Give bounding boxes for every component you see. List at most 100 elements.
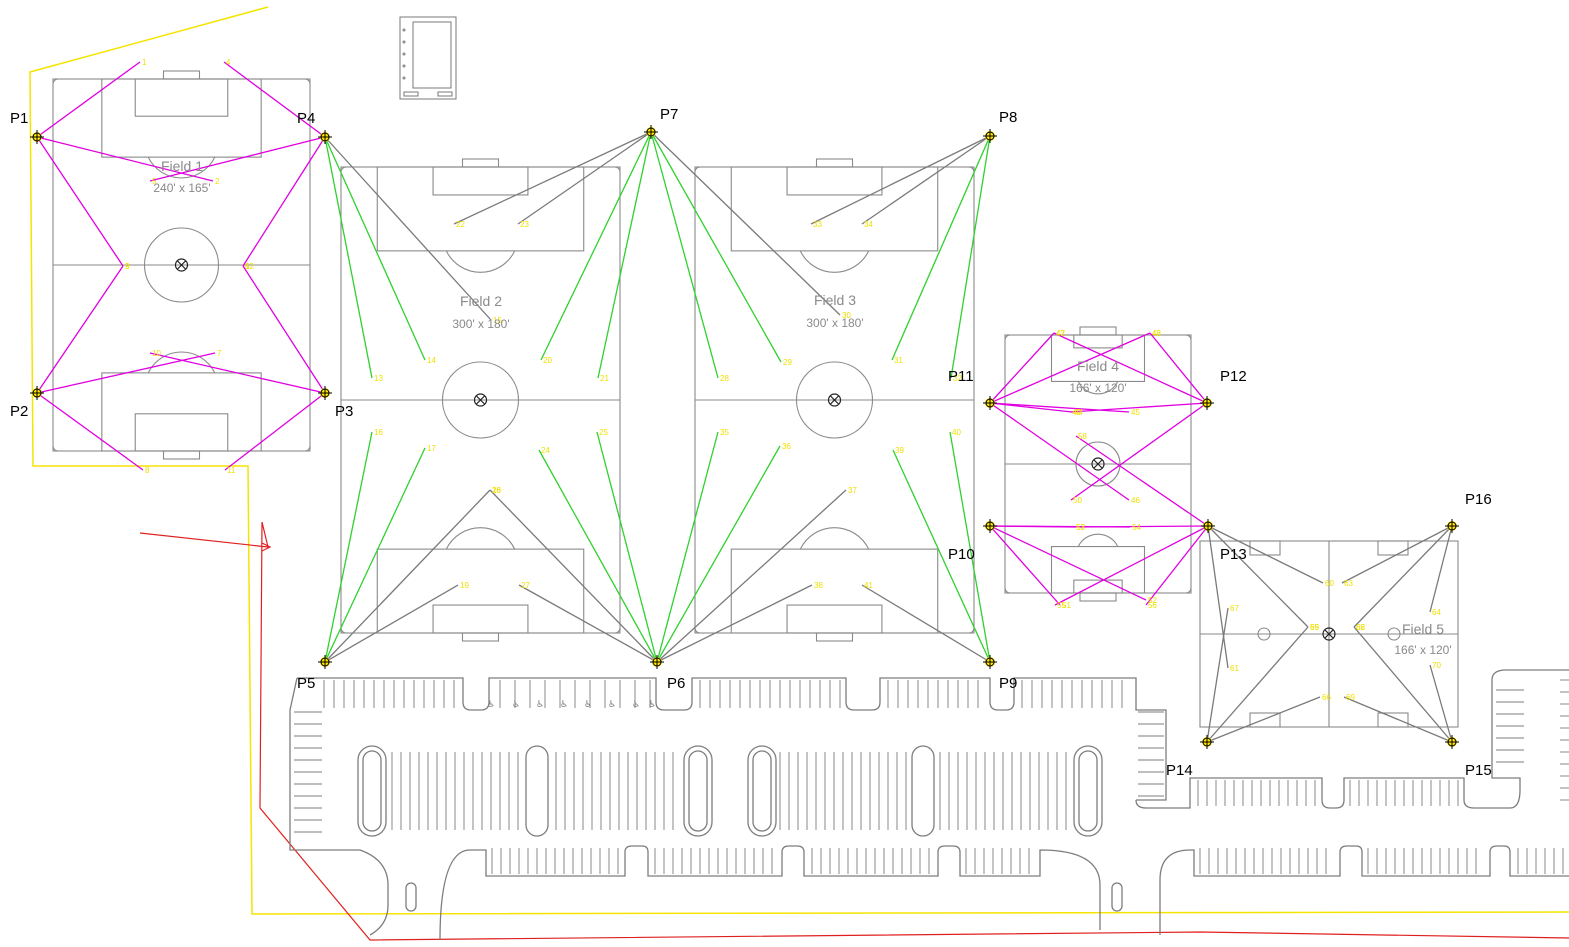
field-1-penalty-box-bottom: [101, 372, 262, 452]
aim-point-label: 14: [427, 356, 436, 365]
aim-point-label: 37: [848, 486, 857, 495]
field-1-goal-bottom: [162, 450, 201, 460]
aim-line-p16: [1341, 525, 1453, 584]
aim-point-label: 38: [814, 581, 823, 590]
field-5-center-marker-icon: [1322, 627, 1336, 641]
pole-labels: P1 P2 P3 P4 P5 P6 P7 P8 P9 P10 P11 P12 P…: [10, 106, 1492, 779]
pole-p16-icon: [1445, 519, 1459, 533]
field-2-goal-top: [461, 158, 500, 168]
pole-label-p15: P15: [1465, 762, 1492, 779]
field-5-penalty-spot-right: [1387, 627, 1401, 641]
field-5-box-top-left: [1249, 540, 1281, 556]
aim-point-label: 52: [1148, 596, 1157, 605]
field-5-box-top-right: [1377, 540, 1409, 556]
aim-line-p11: [989, 332, 1151, 404]
aim-line-p14: [1206, 626, 1309, 743]
field-1-corner-arc-0: [52, 78, 59, 85]
field-3-corner-arc-2: [694, 627, 701, 634]
field-2-corner-arc-2: [340, 627, 347, 634]
aim-point-label: 61: [1230, 664, 1239, 673]
aim-point-label: 46: [1131, 496, 1140, 505]
aim-point-label: 15: [493, 316, 502, 325]
pole-label-p13: P13: [1220, 546, 1247, 563]
field-1-corner-arc-3: [304, 445, 311, 452]
field-5: [1199, 540, 1459, 728]
aim-line-p15: [1343, 696, 1453, 743]
aim-line-p13: [1207, 525, 1324, 584]
pole-p10-icon: [983, 519, 997, 533]
aim-line-p12: [1069, 402, 1208, 413]
field-1-center-circle: [143, 227, 220, 303]
field-3-center-circle: [795, 361, 874, 439]
aim-point-label: 59: [1310, 623, 1319, 632]
aim-point-label: 28: [720, 374, 729, 383]
light-poles: [30, 125, 1459, 749]
aim-point-label: 70: [1432, 661, 1441, 670]
field-1-corner-arc-2: [52, 445, 59, 452]
equipment-cabinet: [399, 16, 457, 100]
aim-line-p16: [1429, 525, 1453, 613]
aim-line-p4: [242, 136, 326, 267]
aim-line-p8: [891, 135, 991, 361]
accessible-stall-icons: ♿♿♿♿♿♿♿♿: [487, 700, 656, 710]
pole-label-p5: P5: [297, 675, 315, 692]
field-2-arc-top: [445, 250, 516, 273]
aim-point-label: 45: [1131, 408, 1140, 417]
aim-line-p11: [989, 402, 1130, 501]
aim-point-label: 32: [953, 374, 962, 383]
accessible-icon-3: ♿: [560, 700, 568, 710]
aim-point-label: 13: [374, 374, 383, 383]
accessible-icon-1: ♿: [512, 700, 520, 710]
aim-line-p16: [1353, 525, 1453, 628]
route-arrow-icon: [261, 542, 272, 552]
field-5-box-bottom-left: [1249, 712, 1281, 728]
pole-label-p8: P8: [999, 109, 1017, 126]
aim-line-p2: [36, 352, 216, 394]
aim-line-p6: [656, 445, 781, 663]
field-3-name: Field 3: [814, 292, 856, 308]
pole-label-p7: P7: [660, 106, 678, 123]
pole-p12-icon: [1200, 396, 1214, 410]
field-2-center-marker-icon: [473, 393, 488, 407]
field-2-penalty-box-bottom: [376, 548, 585, 634]
aim-point-label: 1: [142, 58, 147, 67]
aim-line-p7: [540, 131, 652, 361]
aim-point-label: 35: [720, 428, 729, 437]
aim-point-label: 56: [1148, 601, 1157, 610]
field-3-dims: 300' x 180': [806, 316, 863, 330]
aim-line-p6: [656, 489, 847, 663]
field-2-corner-arc-3: [614, 627, 621, 634]
aim-point-label: 40: [952, 428, 961, 437]
aim-point-label: 4: [226, 58, 231, 67]
pole-p6-icon: [650, 655, 664, 669]
site-boundary-line: [29, 6, 1569, 915]
accessible-icon-4: ♿: [584, 700, 592, 710]
aim-line-p7: [453, 131, 652, 225]
aim-line-p9: [861, 584, 991, 663]
field-4-dims: 166' x 120': [1069, 381, 1126, 395]
pole-p4-icon: [318, 130, 332, 144]
aim-line-p1: [36, 136, 214, 182]
accessible-icon-0: ♿: [487, 700, 495, 710]
aim-line-p6: [538, 449, 658, 663]
aim-line-p1: [36, 61, 141, 138]
aim-point-label: 68: [1356, 623, 1365, 632]
route-path: [139, 521, 1569, 941]
field-2-corner-arc-0: [340, 166, 347, 173]
aim-line-p15: [1353, 626, 1453, 743]
aim-point-label: 20: [543, 356, 552, 365]
aim-point-label: 3: [125, 262, 130, 271]
aim-point-label: 26: [492, 486, 501, 495]
aim-point-label: 63: [1344, 579, 1353, 588]
field-5-dims: 166' x 120': [1394, 643, 1451, 657]
field-4-center-circle: [1075, 441, 1121, 487]
aim-line-p8: [810, 135, 991, 225]
aim-point-label: 2: [215, 177, 220, 186]
aim-point-label: 53: [1076, 523, 1085, 532]
site-boundary: [29, 6, 1569, 915]
aim-point-label: 7: [217, 349, 222, 358]
aim-point-label: 54: [1132, 523, 1141, 532]
aim-line-p5: [324, 584, 459, 663]
aim-line-p4: [149, 136, 326, 182]
